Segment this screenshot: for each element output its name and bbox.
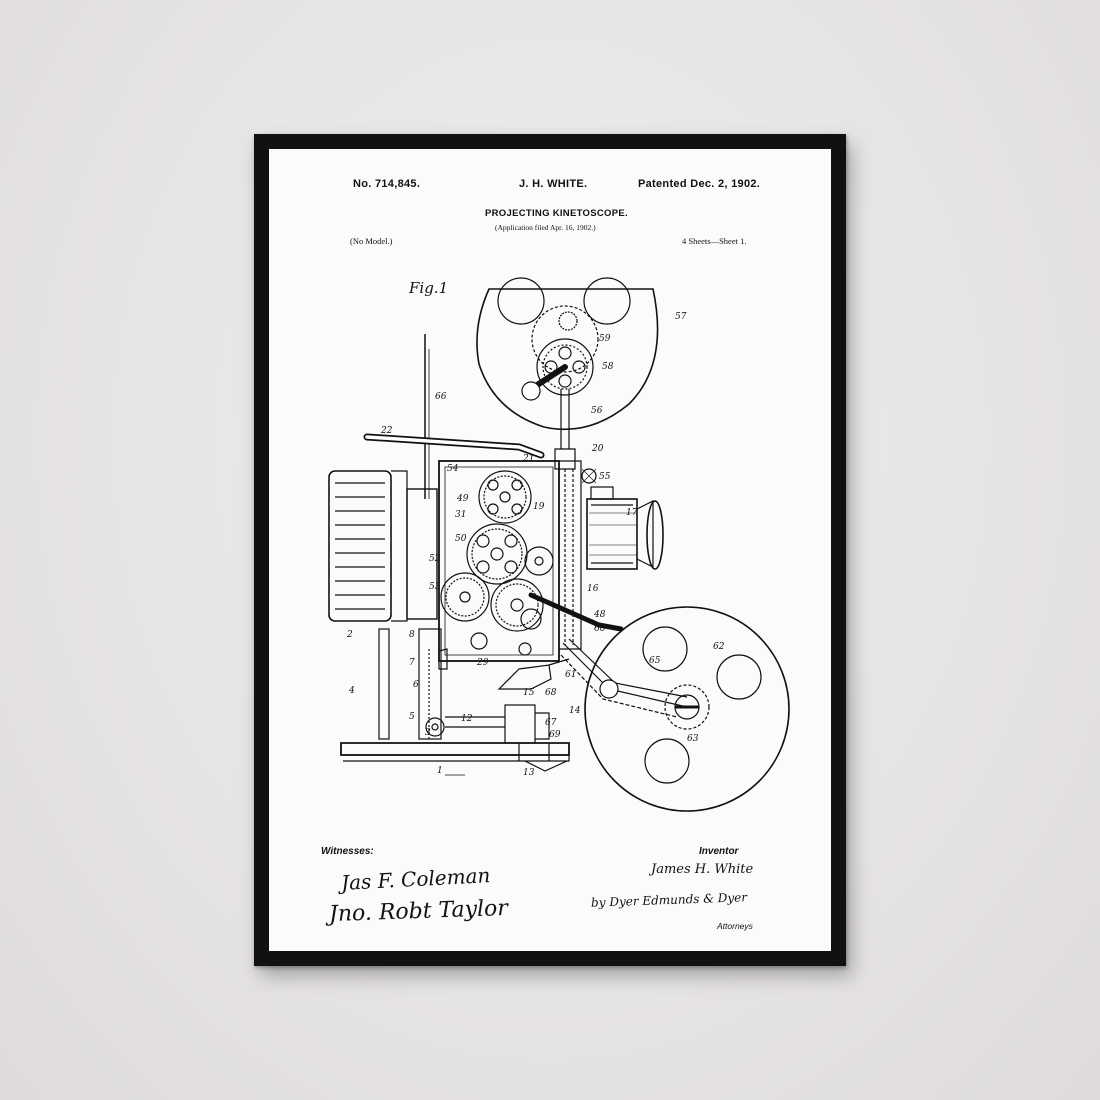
sprocket-58 [536,338,594,396]
ref-56: 56 [591,406,603,416]
ref-21: 21 [522,454,534,464]
ref-29: 29 [476,658,489,668]
lens-front [646,500,664,570]
ref-59: 59 [599,334,611,344]
ref-4: 4 [348,686,355,696]
ref-69: 69 [549,730,561,740]
ref-13: 13 [523,768,535,778]
ref-15: 15 [523,688,535,698]
ref-58: 58 [602,362,614,372]
gear-lower-right [490,578,544,632]
patented-date: Patented Dec. 2, 1902. [638,178,761,190]
stand-column [378,628,390,740]
witnesses-label: Witnesses: [321,846,374,857]
upper-reel-housing [476,288,659,431]
ref-60: 60 [594,624,606,634]
model-note: (No Model.) [350,236,393,246]
gear-lower-left [440,572,490,622]
figure-label: Fig.1 [409,279,449,297]
patent-number: No. 714,845. [353,178,421,190]
poster-frame: No. 714,845. J. H. WHITE. Patented Dec. … [254,134,846,966]
ref-52: 52 [429,554,441,564]
lamp-house [328,470,392,622]
inventor-heading: J. H. WHITE. [519,178,588,190]
ref-12: 12 [461,714,473,724]
ref-17: 17 [626,508,638,518]
lower-reel [584,606,790,812]
ref-68: 68 [545,688,557,698]
base-plate [340,742,570,756]
lower-reel-hole-bottom [644,738,690,784]
attorneys-label: Attorneys [717,921,753,931]
sheet-count: 4 Sheets—Sheet 1. [682,236,747,246]
ref-19: 19 [533,502,545,512]
application-date: (Application filed Apr. 16, 1902.) [495,223,596,232]
ref-31: 31 [455,510,466,520]
ref-66: 66 [435,392,447,402]
ref-5: 5 [409,712,415,722]
ref-8: 8 [409,630,415,640]
ref-67: 67 [545,718,557,728]
lower-reel-hole-right [716,654,762,700]
ref-16: 16 [587,584,599,594]
ref-49: 49 [456,494,469,504]
ref-55: 55 [599,472,611,482]
ref-50: 50 [455,534,467,544]
ref-61: 61 [565,670,576,680]
lower-reel-hole-top [642,626,688,672]
ref-20: 20 [591,444,604,454]
ref-7: 7 [409,658,415,668]
inventor-name: James H. White [651,862,754,877]
ref-6: 6 [413,680,419,690]
ref-65: 65 [649,656,661,666]
ref-3: 3 [425,728,431,738]
ref-48: 48 [593,610,606,620]
patent-title: PROJECTING KINETOSCOPE. [485,208,628,219]
inventor-label: Inventor [699,846,739,857]
gear-upper [478,470,532,524]
ref-22: 22 [380,426,393,436]
projector-drawing: 57 59 58 66 22 56 21 20 54 55 49 31 19 1… [328,277,790,812]
ref-54: 54 [447,464,459,474]
ref-1: 1 [437,766,443,776]
lower-reel-hub [664,684,710,730]
ref-57: 57 [675,312,687,322]
upper-reel-hole-right [583,277,631,325]
ref-63: 63 [687,734,699,744]
patent-print: No. 714,845. J. H. WHITE. Patented Dec. … [269,149,831,951]
ref-53: 53 [429,582,441,592]
ref-2: 2 [346,630,353,640]
upper-reel-hole-left [497,277,545,325]
ref-14: 14 [569,706,581,716]
mechanism-body [438,460,560,662]
ref-62: 62 [713,642,725,652]
